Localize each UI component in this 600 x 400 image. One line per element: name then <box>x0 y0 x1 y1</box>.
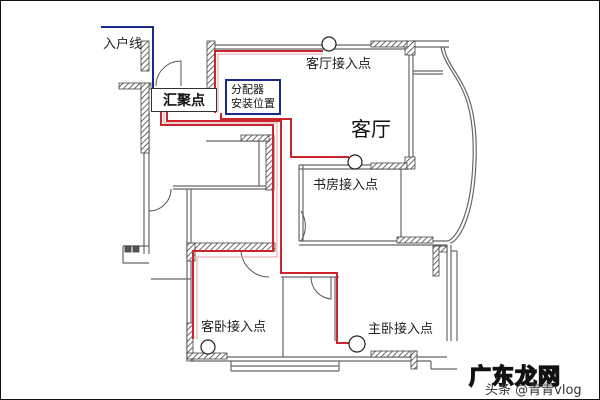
hub-label: 汇聚点 <box>163 93 205 109</box>
access-point-markers <box>200 36 366 355</box>
study-port-label: 书房接入点 <box>313 178 379 193</box>
study-port-marker <box>347 154 363 170</box>
hatched-walls <box>118 40 448 370</box>
distributor-label-2: 安装位置 <box>231 97 275 110</box>
entry-line-label: 入户线 <box>103 37 143 52</box>
master-bedroom-port-label: 主卧接入点 <box>368 322 434 337</box>
distributor-box: 分配器 安装位置 <box>225 79 281 115</box>
guest-bedroom-port-marker <box>200 339 216 355</box>
entry-line-path <box>101 26 154 99</box>
guest-bedroom-port-label: 客卧接入点 <box>201 320 267 335</box>
living-room-port-label: 客厅接入点 <box>306 57 372 72</box>
living-room-port-marker <box>321 36 337 52</box>
hub-box: 汇聚点 <box>151 88 217 112</box>
distributor-label-1: 分配器 <box>231 83 264 96</box>
doors <box>148 60 332 300</box>
living-room-label: 客厅 <box>351 117 391 141</box>
master-bedroom-port-marker <box>348 335 366 353</box>
cable-routes-inner <box>163 53 323 339</box>
watermark-sub: 头条 @青青vlog <box>485 383 582 398</box>
watermark-brand: 广东龙网 <box>468 364 562 390</box>
